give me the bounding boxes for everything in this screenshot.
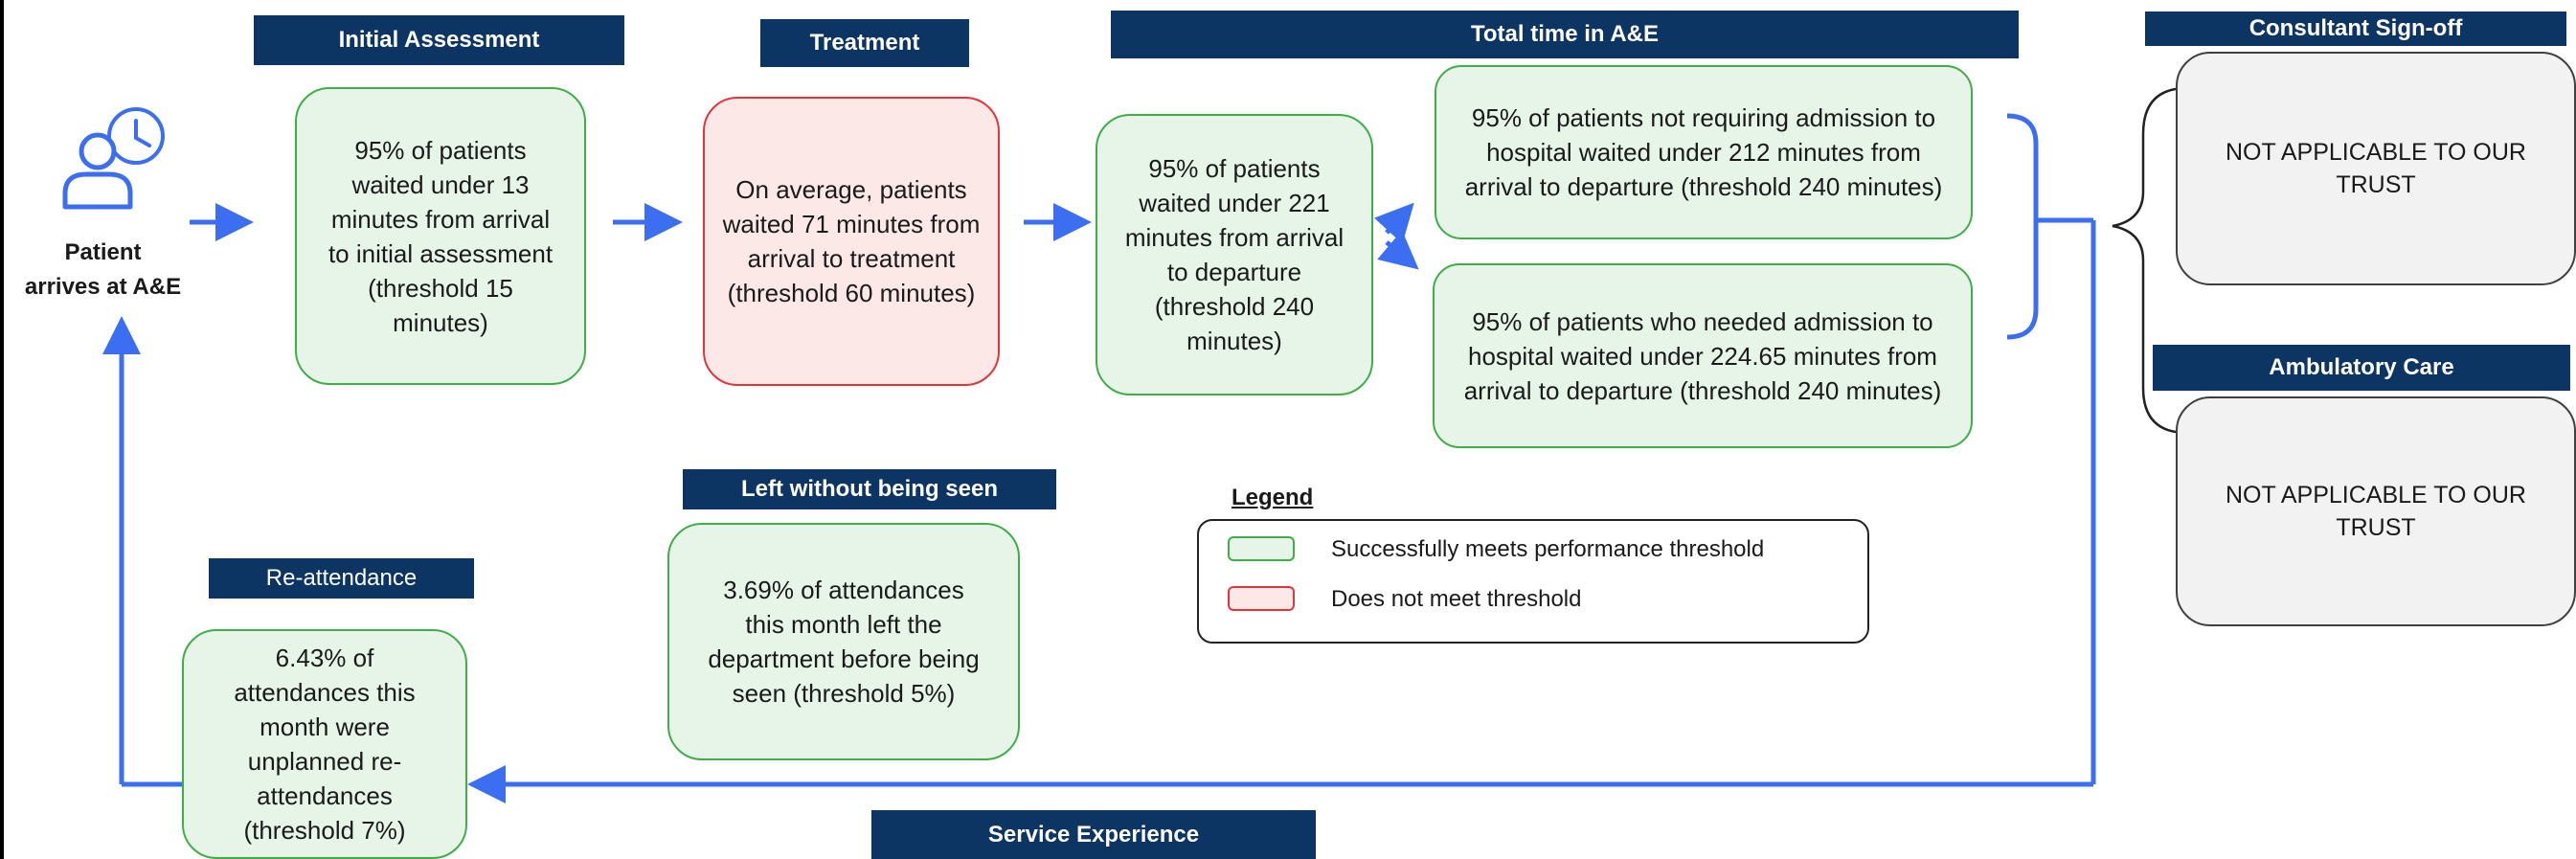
arrow-to-admitted: [1377, 230, 1419, 270]
left-border: [0, 0, 4, 859]
total-time-text: 95% of patients waited under 221 minutes…: [1124, 154, 1344, 355]
header-treatment: Treatment: [760, 19, 969, 67]
reattendance-text: 6.43% of attendances this month were unp…: [234, 644, 416, 845]
left-without-seen-box: 3.69% of attendances this month left the…: [667, 523, 1020, 760]
header-left-without-seen: Left without being seen: [683, 469, 1056, 509]
not-admitted-box: 95% of patients not requiring admission …: [1435, 65, 1973, 239]
patient-clock-icon: [57, 103, 172, 218]
header-service-experience: Service Experience: [871, 810, 1316, 859]
header-reattendance: Re-attendance: [209, 558, 474, 599]
ambulatory-care-box: NOT APPLICABLE TO OUR TRUST: [2176, 396, 2576, 626]
header-total-time: Total time in A&E: [1111, 11, 2019, 58]
ambulatory-care-text: NOT APPLICABLE TO OUR TRUST: [2225, 482, 2526, 541]
patient-label-line2: arrives at A&E: [24, 274, 182, 300]
arrow-to-not-admitted: [1373, 202, 1414, 244]
outcome-bracket: [2006, 113, 2039, 340]
not-admitted-text: 95% of patients not requiring admission …: [1464, 103, 1943, 201]
header-ambulatory-care: Ambulatory Care: [2153, 345, 2570, 391]
admitted-box: 95% of patients who needed admission to …: [1433, 263, 1973, 448]
curly-brace: [2112, 86, 2188, 435]
legend-label-meets: Successfully meets performance threshold: [1331, 536, 1765, 562]
header-consultant-signoff: Consultant Sign-off: [2145, 11, 2566, 46]
reattendance-box: 6.43% of attendances this month were unp…: [182, 629, 467, 859]
legend-swatch-fails: [1228, 586, 1295, 611]
legend-swatch-meets: [1228, 536, 1295, 561]
legend-label-fails: Does not meet threshold: [1331, 586, 1582, 612]
consultant-signoff-box: NOT APPLICABLE TO OUR TRUST: [2176, 52, 2576, 285]
treatment-box: On average, patients waited 71 minutes f…: [703, 97, 1000, 386]
consultant-signoff-text: NOT APPLICABLE TO OUR TRUST: [2225, 139, 2526, 198]
total-time-box: 95% of patients waited under 221 minutes…: [1096, 114, 1373, 396]
header-initial-assessment: Initial Assessment: [254, 15, 624, 65]
left-without-seen-text: 3.69% of attendances this month left the…: [708, 576, 980, 708]
legend-title: Legend: [1232, 485, 1314, 510]
initial-assessment-box: 95% of patients waited under 13 minutes …: [295, 87, 586, 385]
treatment-text: On average, patients waited 71 minutes f…: [722, 175, 981, 307]
initial-assessment-text: 95% of patients waited under 13 minutes …: [328, 135, 554, 337]
legend: Successfully meets performance threshold…: [1197, 519, 1869, 644]
patient-label: Patient arrives at A&E: [0, 236, 206, 305]
admitted-text: 95% of patients who needed admission to …: [1463, 306, 1942, 405]
patient-label-line1: Patient: [64, 239, 142, 265]
